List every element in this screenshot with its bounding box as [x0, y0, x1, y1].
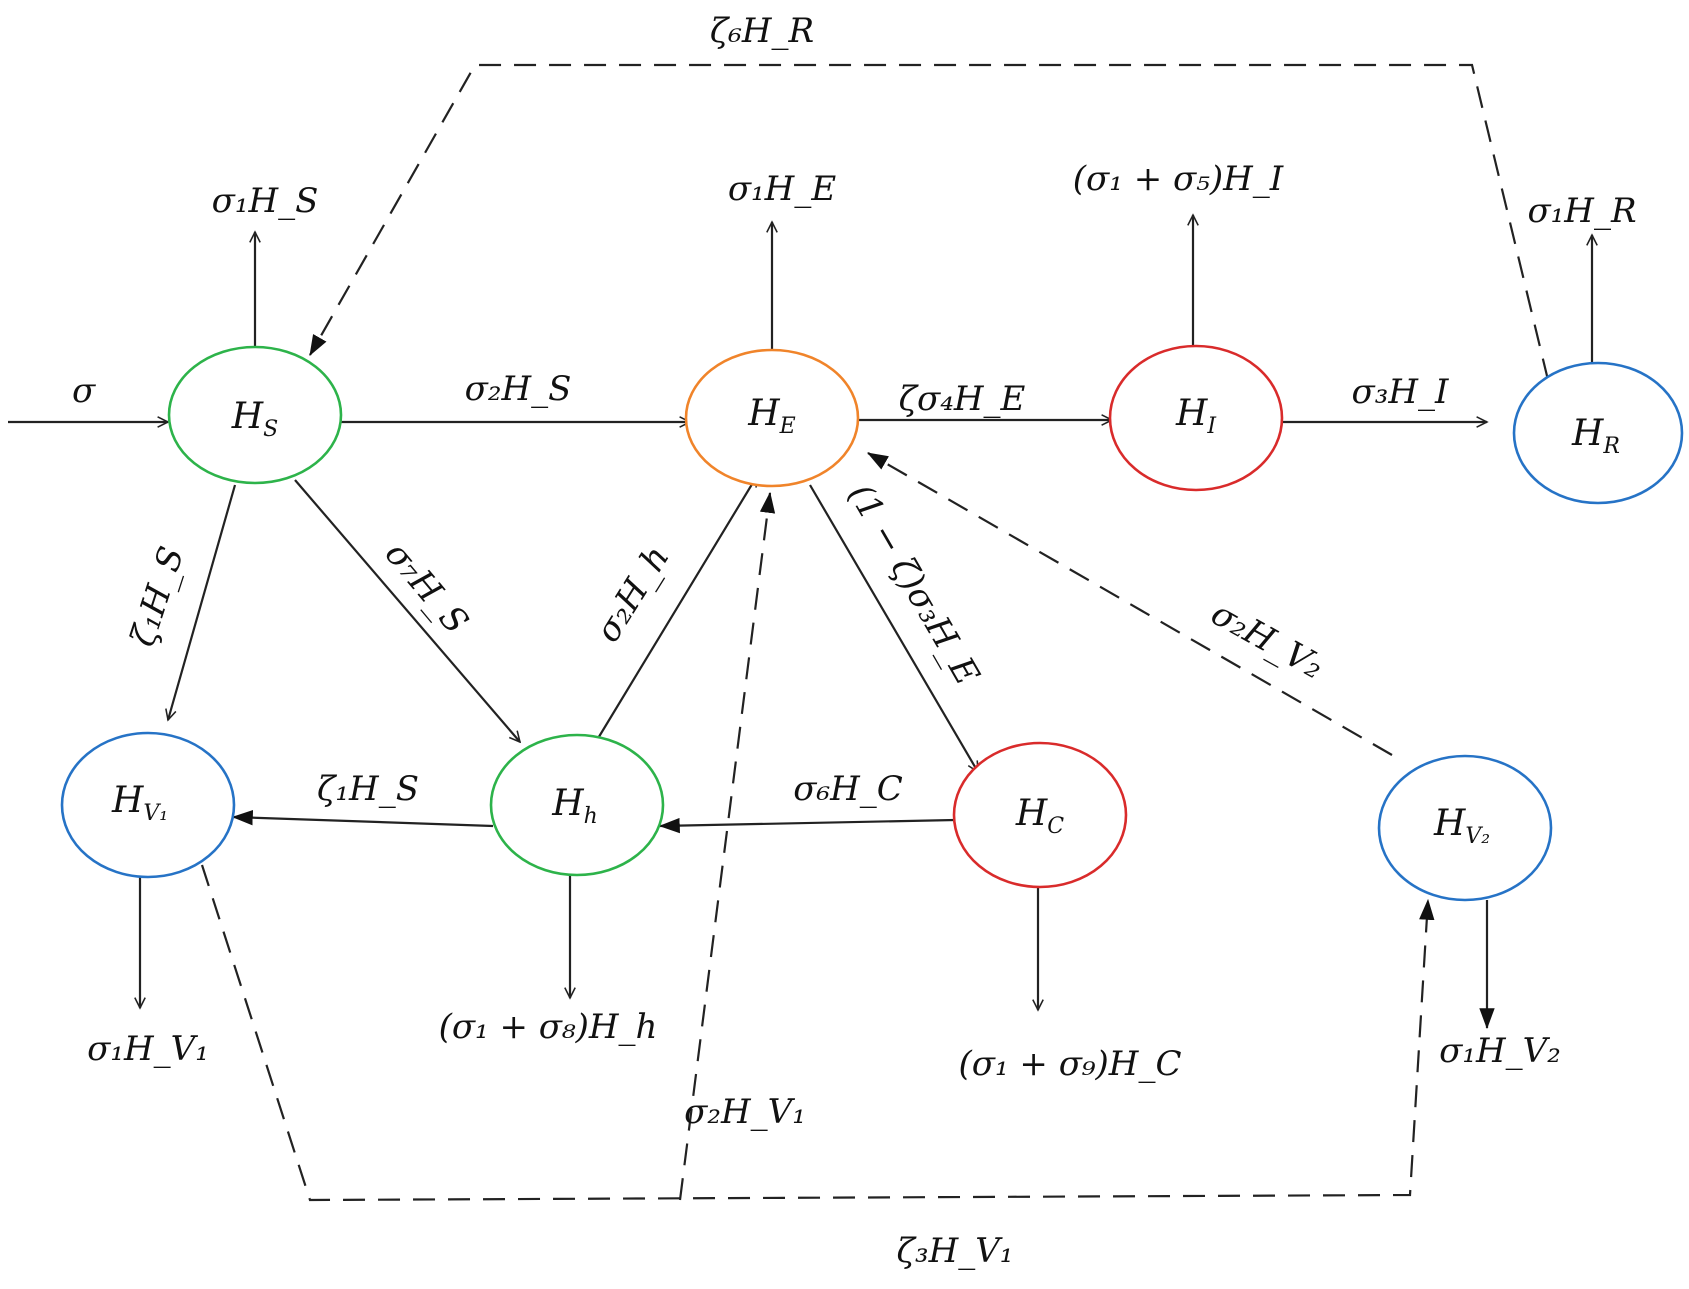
node-HI-label: HI: [1175, 393, 1217, 439]
node-HC-ellipse: [952, 741, 1128, 889]
node-HI-ellipse: [1108, 344, 1284, 492]
label-HE-to-HI: ζσ₄H_E: [899, 379, 1026, 419]
node-HE-label: HE: [747, 393, 795, 439]
arrow-HC-to-Hh: [658, 817, 956, 834]
label-HI-to-HR: σ₃H_I: [1352, 372, 1449, 412]
node-HS-label: HS: [231, 396, 278, 442]
node-HS-ellipse: [167, 345, 343, 485]
label-HS-to-HE: σ₂H_S: [465, 369, 572, 409]
label-zeta3-HV1: ζ₃H_V₁: [897, 1231, 1014, 1271]
arrow-HE-to-HC: [809, 484, 979, 772]
dashed-path-HV2-to-HE: [867, 452, 1393, 756]
dashed-path-HV1-to-HE: [678, 491, 776, 1201]
label-out-HR: σ₁H_R: [1527, 191, 1636, 231]
node-HV2: HV₂: [1377, 754, 1553, 902]
label-HS-to-Hh: σ₇H_S: [377, 534, 476, 642]
label-HV1-to-HE: σ₂H_V₁: [684, 1092, 806, 1132]
node-HR: HR: [1512, 361, 1684, 505]
label-out-HI: (σ₁ + σ₅)H_I: [1073, 159, 1284, 199]
node-HC: HC: [952, 741, 1128, 889]
node-Hh-label: Hh: [551, 783, 598, 829]
arrow-HS-to-Hh: [294, 479, 520, 742]
label-HV2-to-HE: σ₂H_V₂: [1204, 593, 1330, 687]
node-HE-ellipse: [684, 348, 860, 488]
node-HV2-ellipse: [1377, 754, 1553, 902]
node-HV2-label: HV₂: [1433, 803, 1490, 849]
label-out-HV2: σ₁H_V₂: [1439, 1031, 1561, 1071]
node-HV1-ellipse: [60, 731, 236, 879]
node-Hh: Hh: [489, 733, 665, 877]
label-Hh-to-HE: σ₂H_h: [588, 539, 678, 650]
dashed-path-HV1-to-HV2: [200, 864, 1435, 1202]
label-HC-to-Hh: σ₆H_C: [793, 769, 903, 809]
node-HR-label: HR: [1571, 413, 1620, 459]
label-out-HS: σ₁H_S: [212, 181, 319, 221]
label-zeta6-HR: ζ₆H_R: [710, 11, 814, 51]
node-HV1: HV₁: [60, 731, 236, 879]
label-out-HV1: σ₁H_V₁: [87, 1029, 209, 1069]
node-HI: HI: [1108, 344, 1284, 492]
node-HE: HE: [684, 348, 860, 488]
node-HR-ellipse: [1512, 361, 1684, 505]
label-out-HE: σ₁H_E: [728, 169, 836, 209]
node-HC-label: HC: [1015, 793, 1064, 839]
node-Hh-ellipse: [489, 733, 665, 877]
label-HS-to-HV1: ζ₁H_S: [123, 542, 193, 651]
arrow-HS-to-HV1: [168, 484, 237, 720]
label-out-HC: (σ₁ + σ₉)H_C: [959, 1044, 1182, 1084]
node-HV1-label: HV₁: [111, 780, 168, 826]
arrow-Hh-to-HE: [596, 476, 758, 741]
arrow-Hh-to-HV1: [231, 809, 494, 828]
label-inflow: σ: [72, 371, 96, 411]
node-HS: HS: [167, 345, 343, 485]
dashed-path-HR-to-HS: [309, 63, 1550, 381]
label-Hh-to-HV1: ζ₁H_S: [317, 769, 419, 809]
label-out-Hh: (σ₁ + σ₈)H_h: [439, 1007, 658, 1047]
